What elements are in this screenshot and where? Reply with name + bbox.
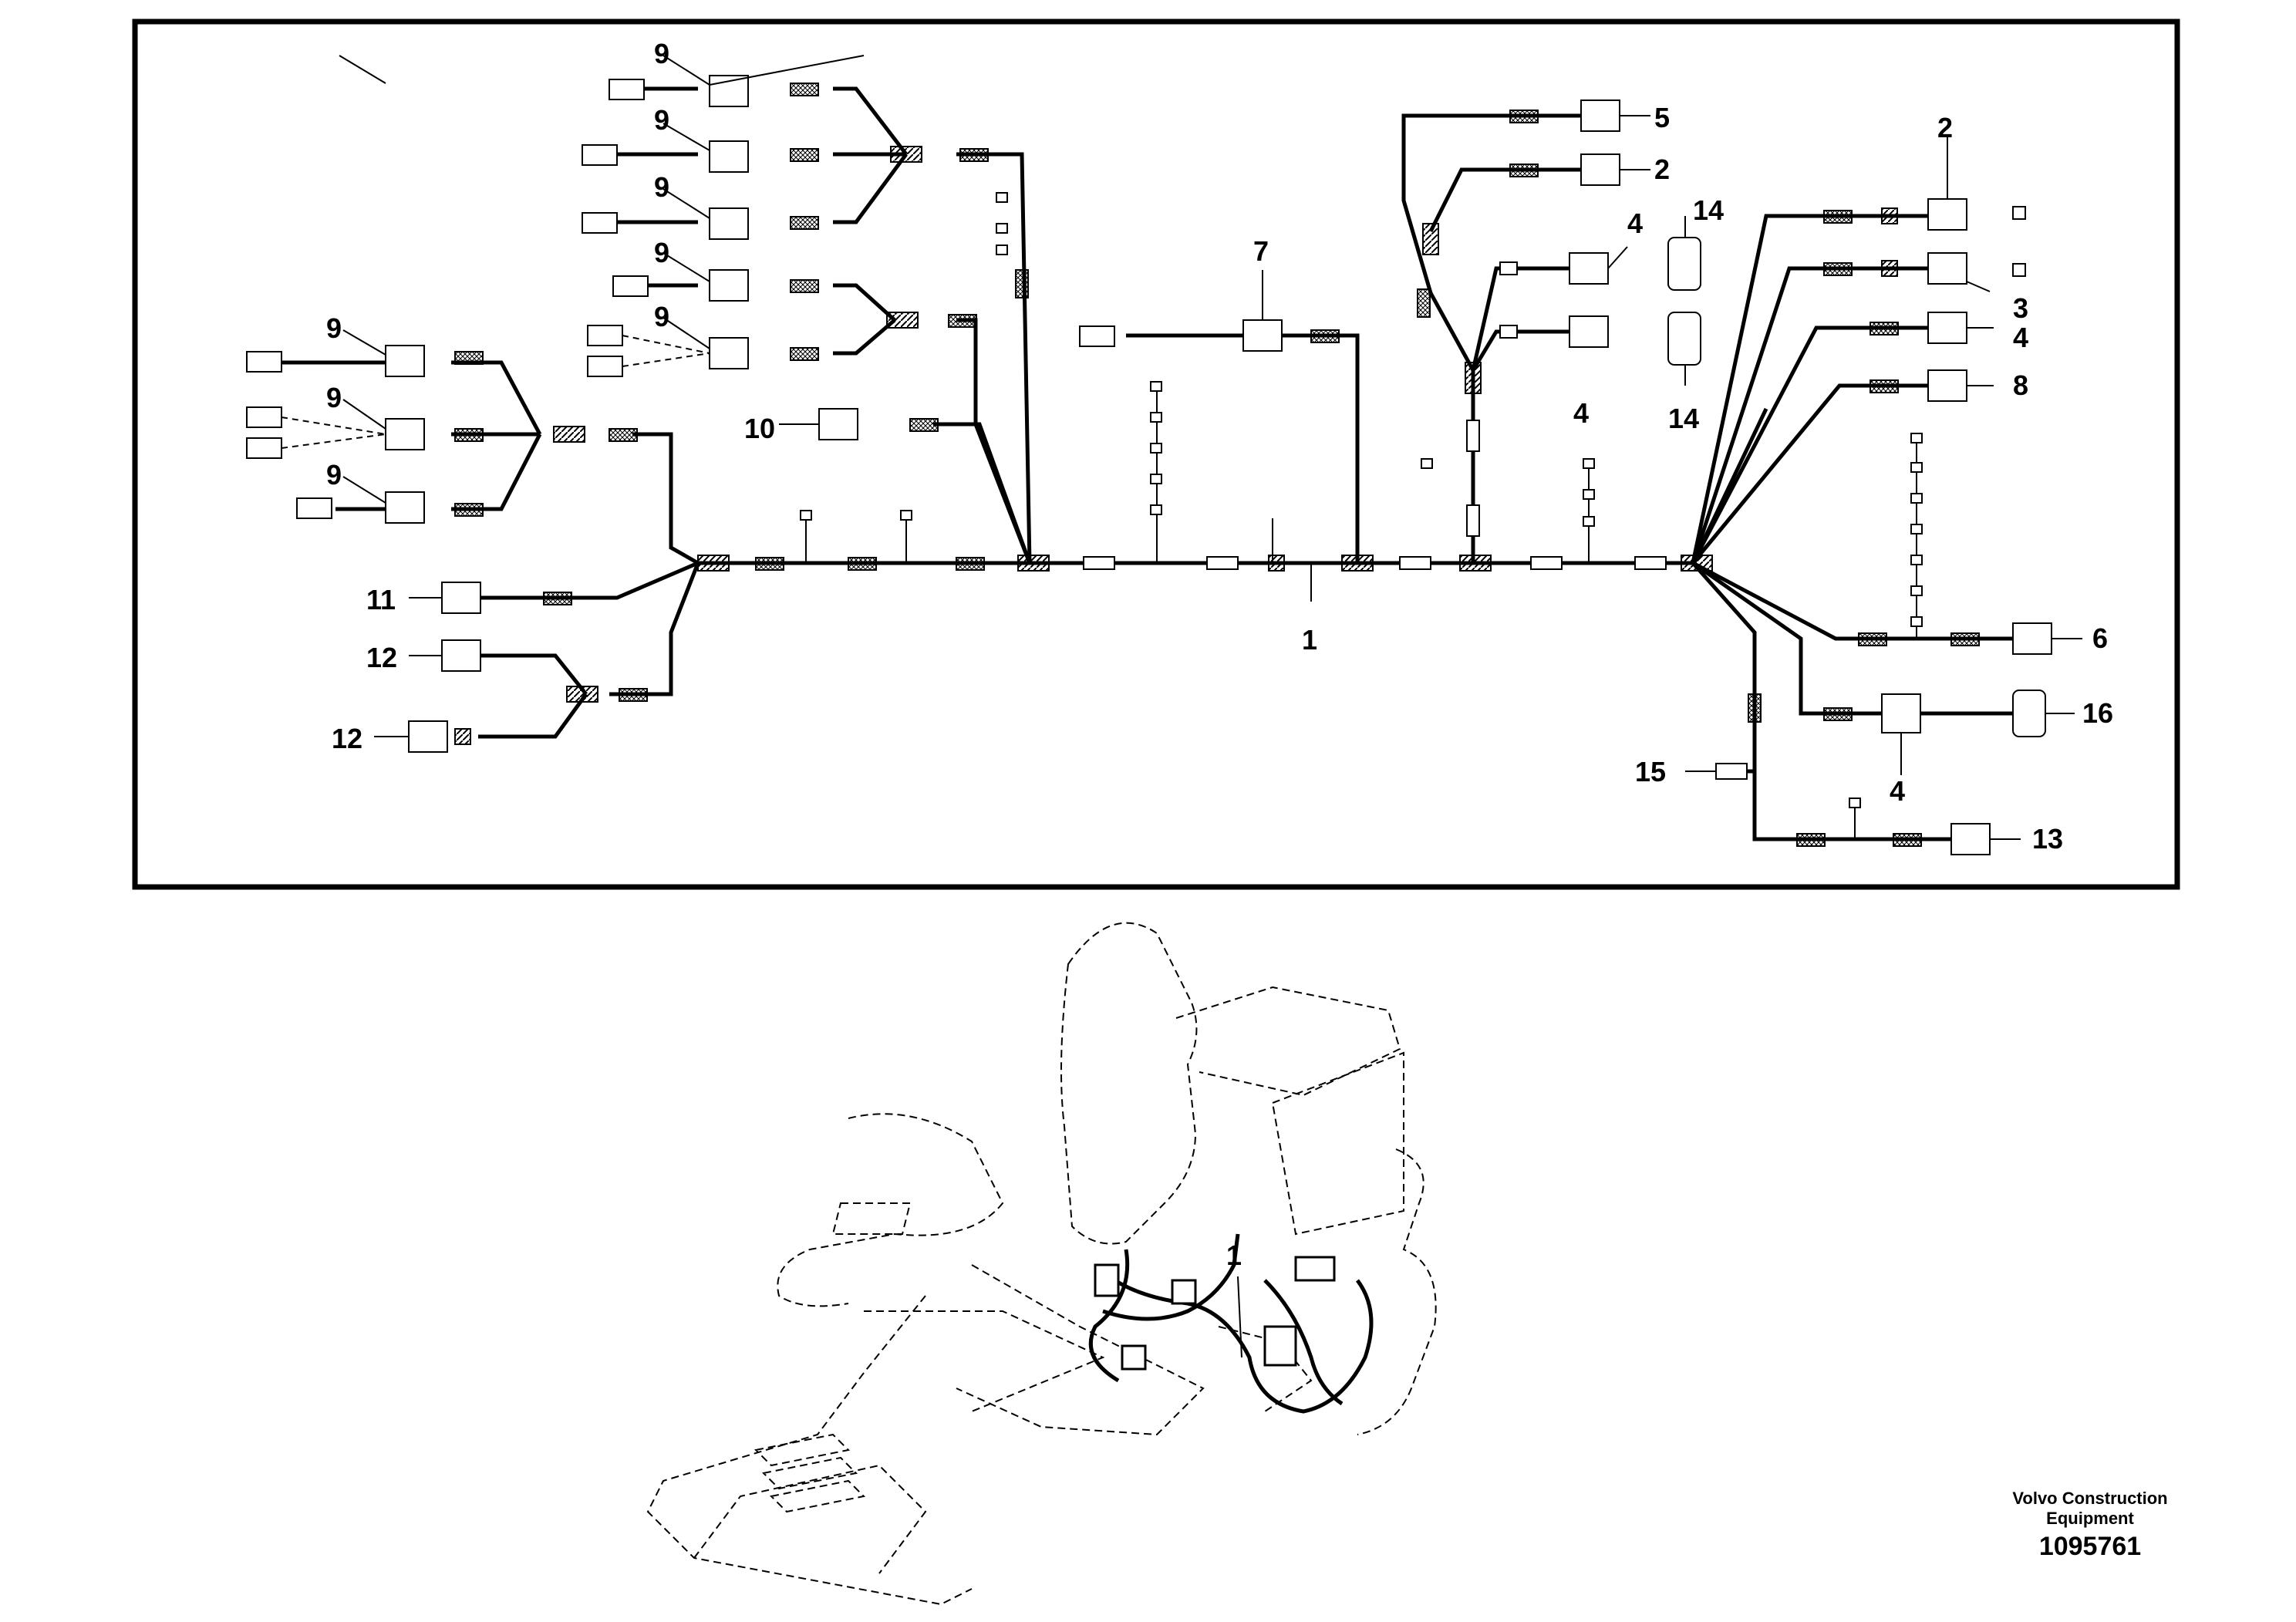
callout-7: 7 [1253,235,1269,267]
callout-12: 12 [366,642,397,673]
callout-9: 9 [654,104,669,136]
callout-14: 14 [1693,194,1724,226]
callout-14: 14 [1668,403,1699,434]
diagram-frame [132,19,2180,890]
callout-11: 11 [366,584,396,615]
callout-4: 4 [1573,397,1589,429]
callout-9: 9 [654,171,669,203]
cab-illustration [646,922,1437,1606]
harness-schematic [246,55,2082,855]
callout-2: 2 [1654,153,1670,185]
callout-9: 9 [654,38,669,69]
callout-12: 12 [332,723,362,754]
callout-9: 9 [326,459,342,491]
callout-8: 8 [2013,369,2028,401]
callout-5: 5 [1654,102,1670,133]
callout-15: 15 [1635,756,1666,787]
callout-4: 4 [1627,207,1643,239]
callout-labels: 9 9 9 9 9 9 9 9 10 11 12 12 7 1 5 2 4 14… [326,38,2113,1271]
callout-9: 9 [326,312,342,344]
callout-3: 3 [2013,292,2028,324]
callout-1: 1 [1302,624,1317,656]
callout-6: 6 [2092,622,2108,654]
callout-16: 16 [2082,697,2113,729]
callout-9: 9 [654,237,669,268]
callout-13: 13 [2032,823,2063,855]
credit-company: Volvo Construction Equipment [2012,1489,2168,1528]
callout-10: 10 [744,413,775,444]
callout-2: 2 [1937,112,1953,143]
callout-9: 9 [654,301,669,332]
credit-number: 1095761 [2038,1532,2142,1561]
callout-9: 9 [326,382,342,413]
callout-4: 4 [1890,775,1905,807]
callout-4: 4 [2013,322,2028,353]
